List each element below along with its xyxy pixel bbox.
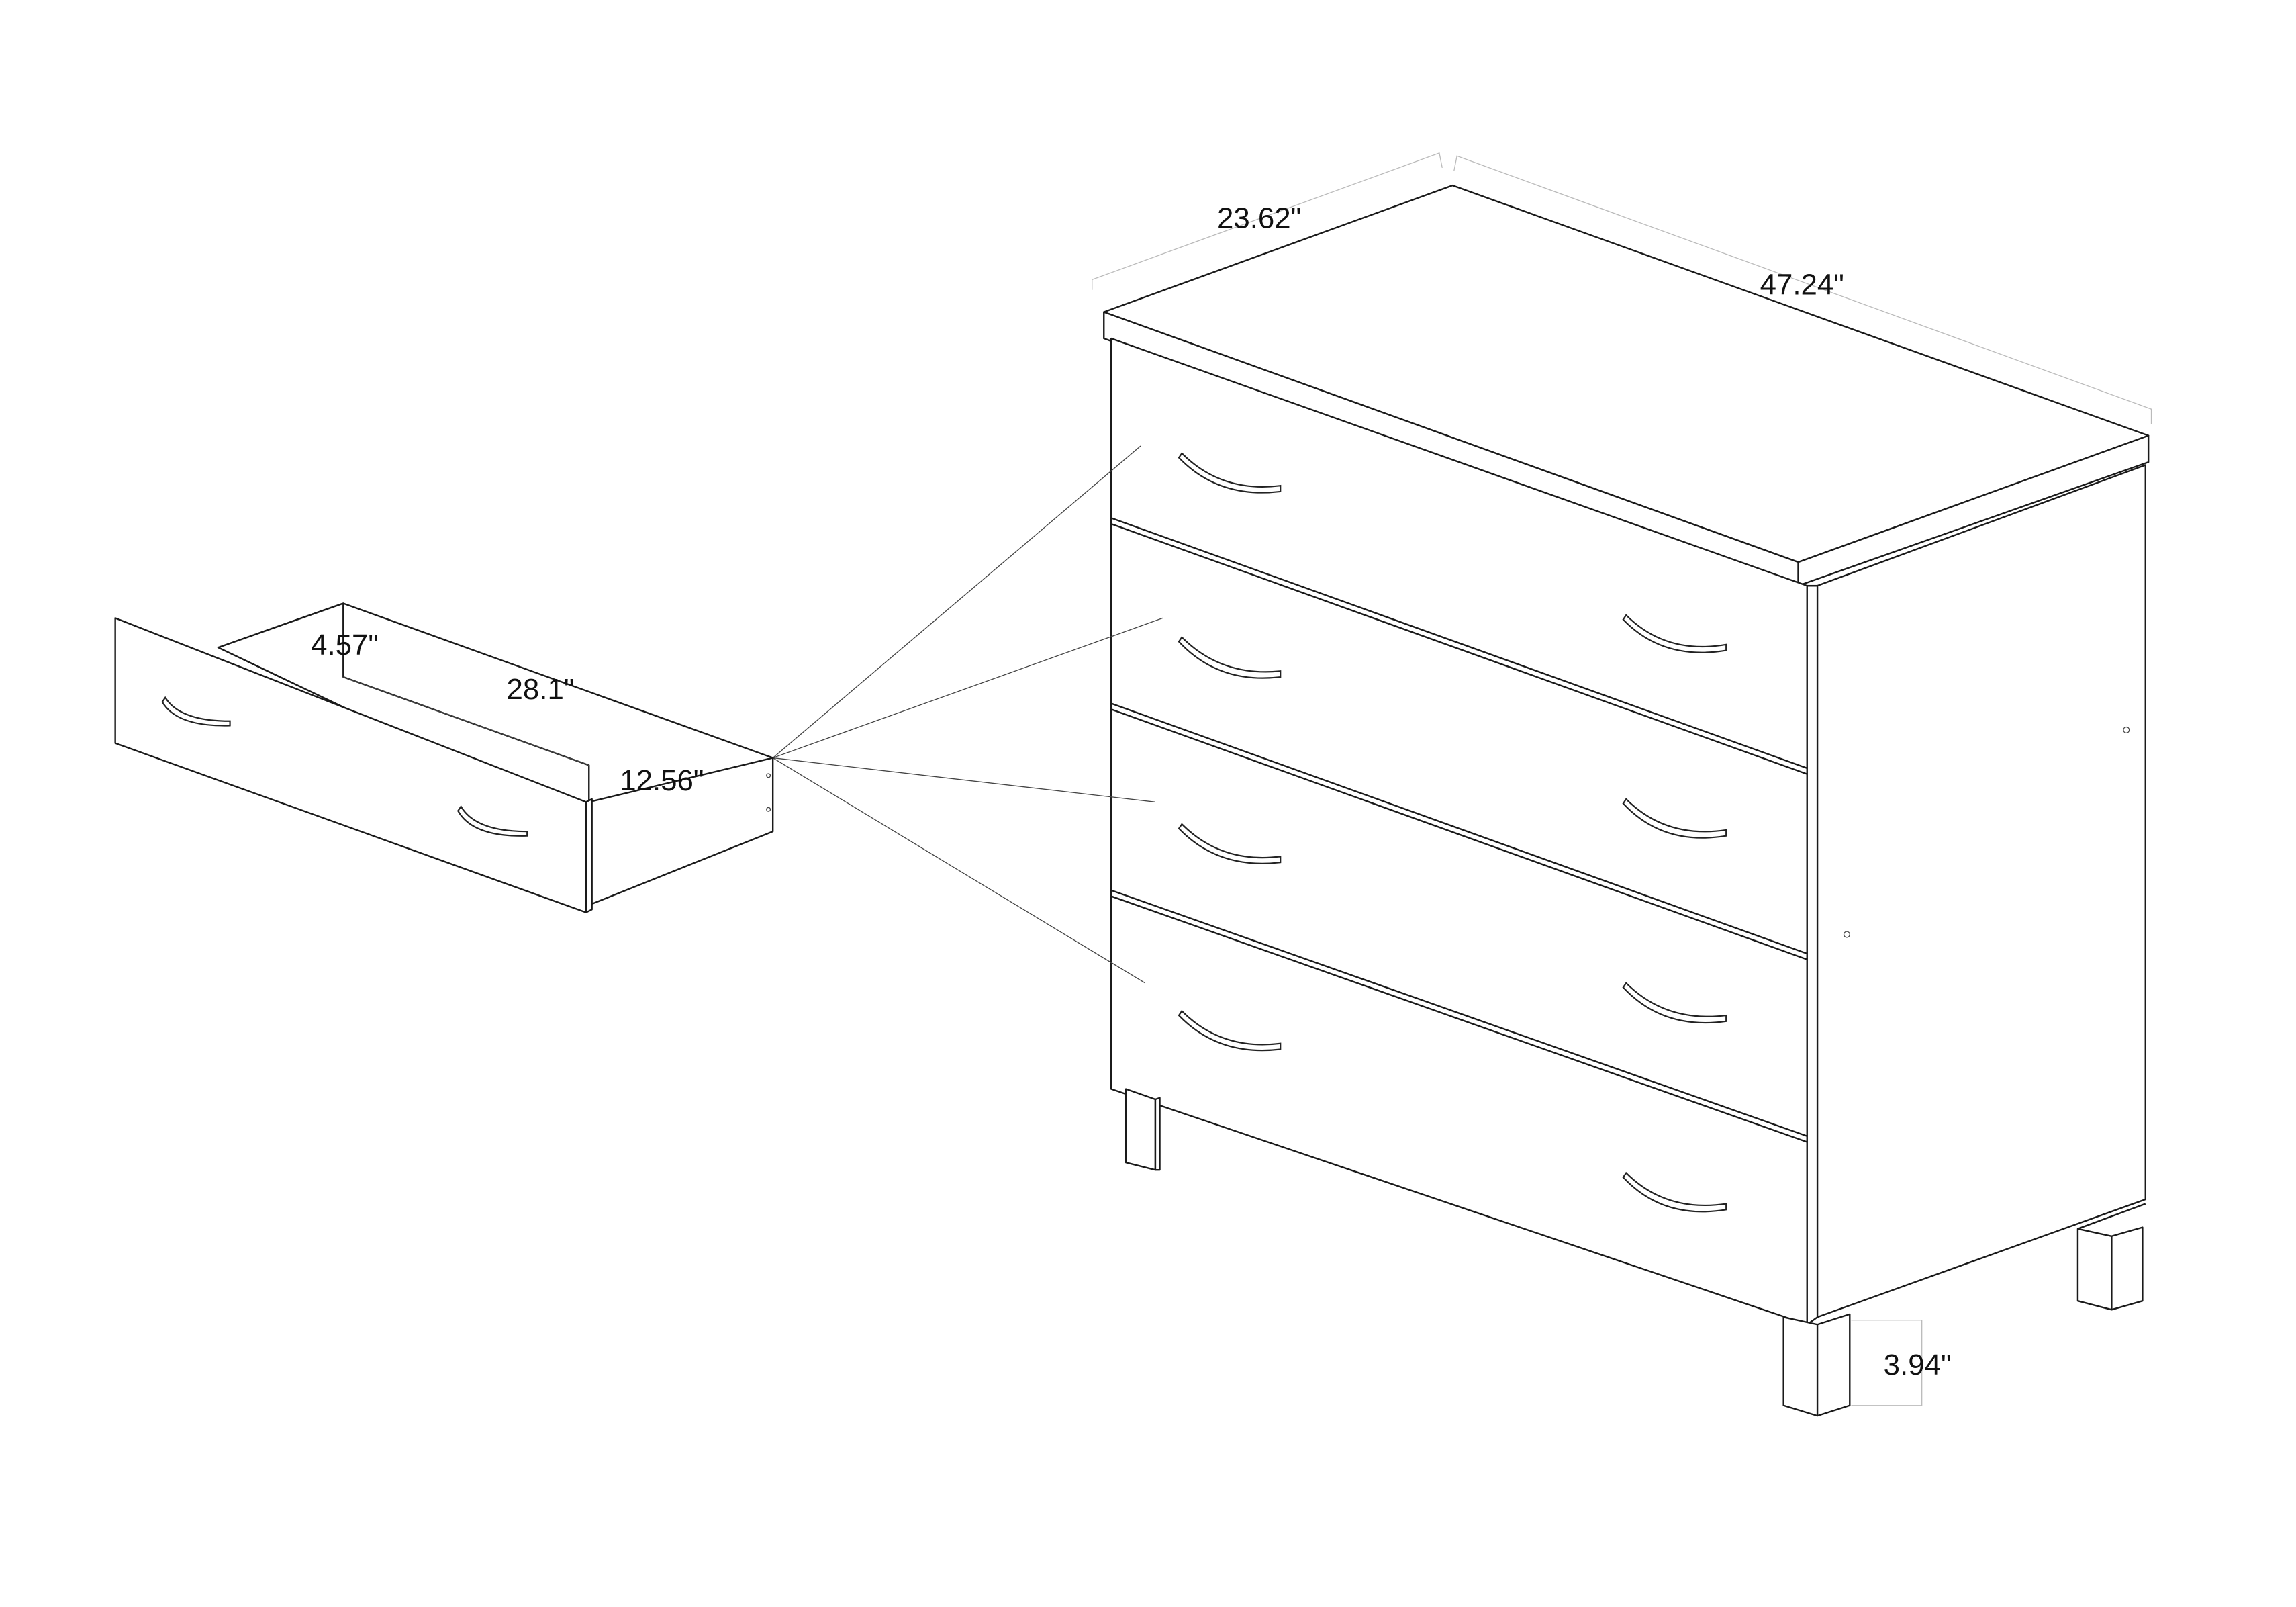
drawer-depth-label: 12.56" [620, 764, 704, 797]
legs [1125, 1088, 2144, 1417]
handle-icon [1178, 823, 1282, 864]
drawer-3[interactable] [1110, 889, 1808, 1143]
handle-icon [1178, 636, 1282, 679]
handle-icon [1178, 1009, 1282, 1052]
handle-icon [1178, 452, 1282, 494]
drawer-length-label: 28.1" [507, 673, 575, 706]
leader-lines [772, 445, 1163, 984]
depth-label: 23.62" [1217, 202, 1301, 235]
leg-height-label: 3.94" [1884, 1348, 1952, 1381]
handle-icon [1622, 982, 1727, 1024]
drawer-2[interactable] [1110, 702, 1808, 960]
handle-icon [457, 805, 528, 837]
dresser-side [1807, 464, 2146, 1318]
handle-icon [161, 696, 231, 727]
detached-drawer [114, 602, 774, 913]
handle-icon [1622, 1171, 1727, 1213]
drawer-height-label: 4.57" [311, 629, 379, 661]
dimension-lines [1092, 152, 2152, 1406]
drawer-1[interactable] [1110, 517, 1808, 775]
dresser-top [1103, 184, 2150, 587]
drawer-handles [1178, 452, 1727, 1213]
width-label: 47.24" [1760, 268, 1844, 301]
handle-icon [1622, 614, 1727, 653]
handle-icon [1622, 798, 1727, 839]
